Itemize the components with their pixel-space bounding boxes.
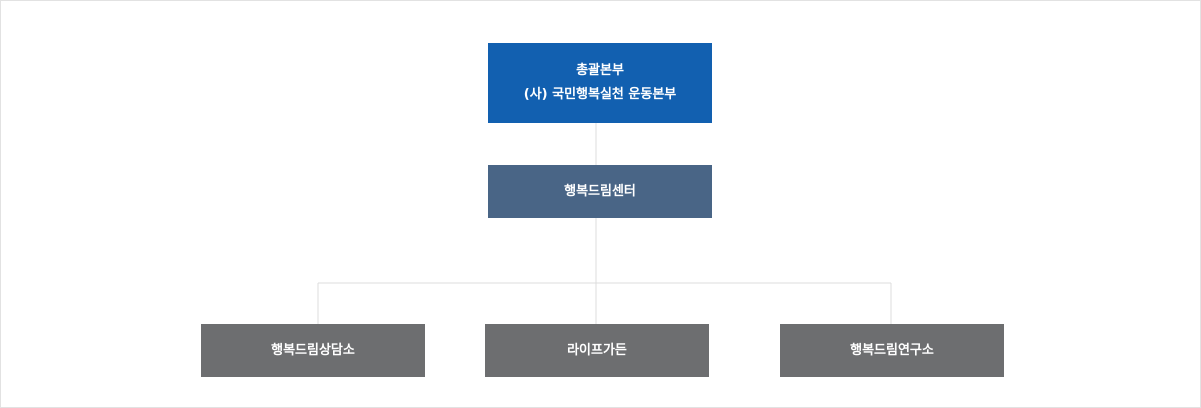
unit-label: 라이프가든 xyxy=(567,342,627,358)
center-box: 행복드림센터 xyxy=(488,165,712,218)
center-label: 행복드림센터 xyxy=(564,183,636,199)
headquarters-box: 총괄본부 (사) 국민행복실천 운동본부 xyxy=(488,43,712,123)
unit-label: 행복드림연구소 xyxy=(850,342,934,358)
unit-box-life-garden: 라이프가든 xyxy=(485,324,709,377)
unit-box-counseling: 행복드림상담소 xyxy=(201,324,425,377)
unit-box-research: 행복드림연구소 xyxy=(780,324,1004,377)
headquarters-org-name: (사) 국민행복실천 운동본부 xyxy=(523,87,677,102)
unit-label: 행복드림상담소 xyxy=(271,342,355,358)
headquarters-title: 총괄본부 xyxy=(576,63,624,78)
